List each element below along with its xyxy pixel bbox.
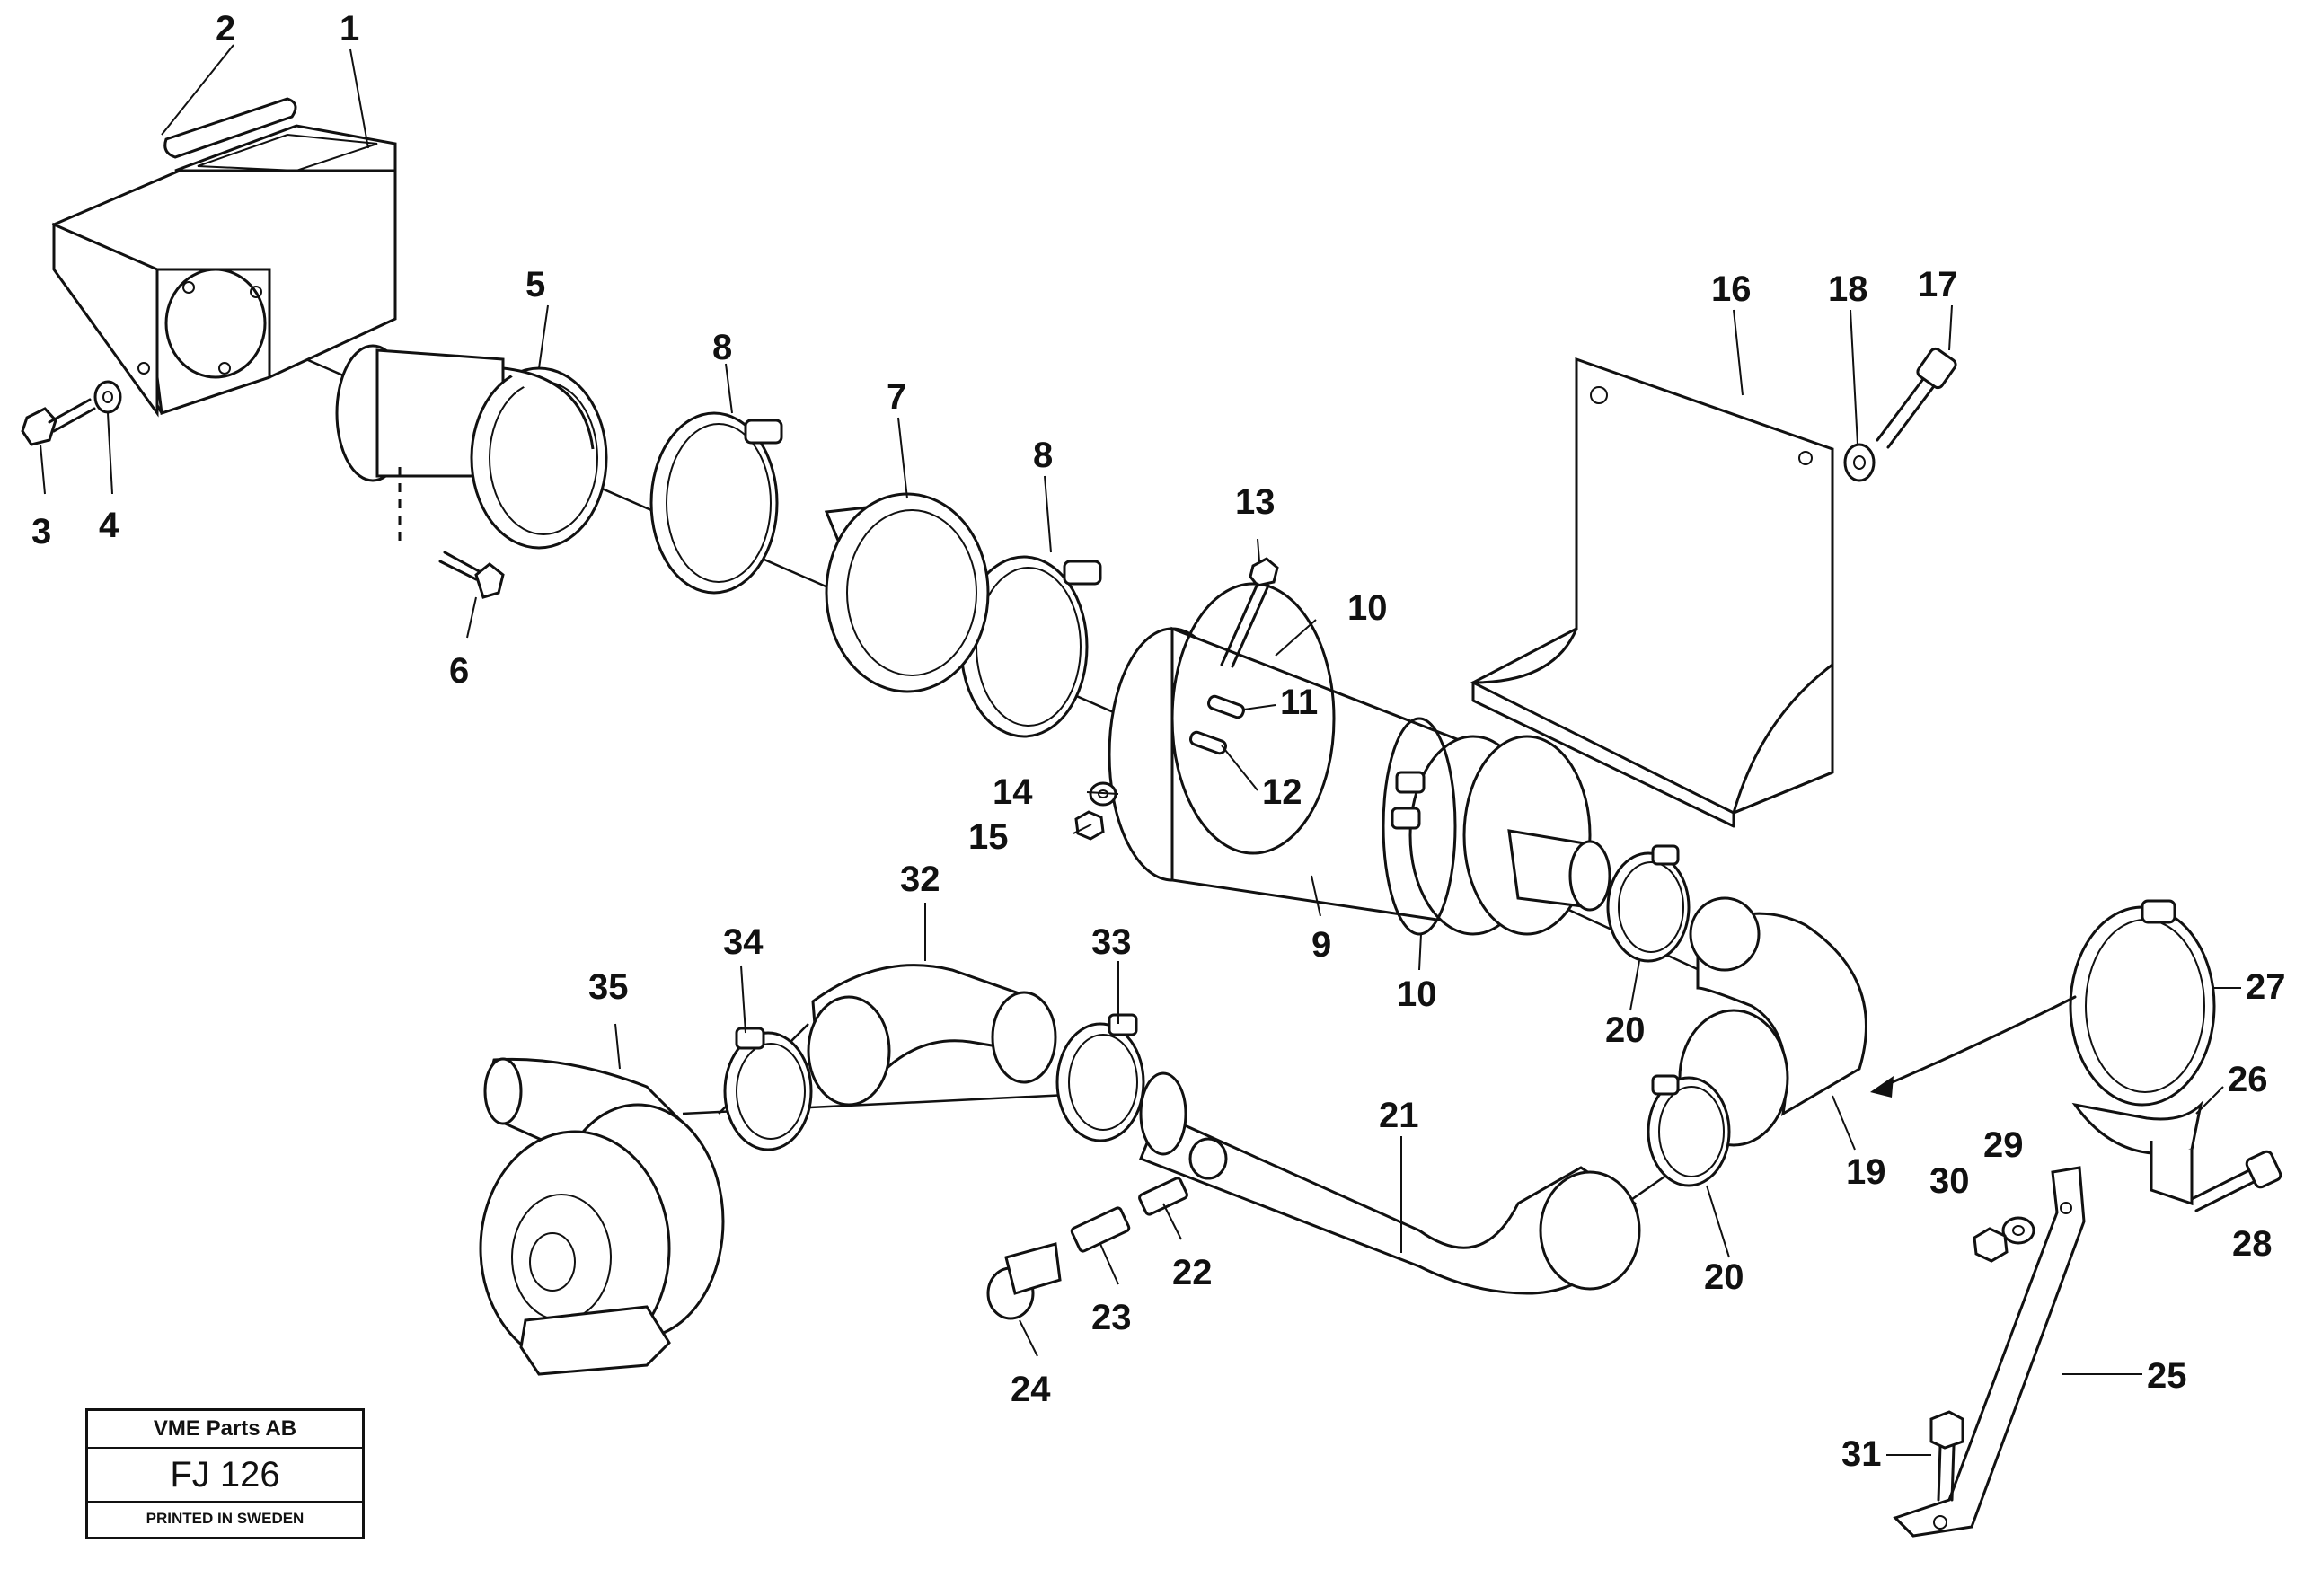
intake-pipe-21 [1139, 1071, 1641, 1295]
support-bracket-25 [1893, 1166, 2086, 1538]
elbow-hose-19 [1678, 896, 1867, 1147]
callout-23: 23 [1091, 1298, 1132, 1337]
assembly-arrow [1870, 995, 2077, 1098]
washer-29 [2001, 1216, 2035, 1245]
callout-19: 19 [1846, 1152, 1886, 1192]
title-block-printed: PRINTED IN SWEDEN [146, 1510, 305, 1527]
rubber-strip [163, 97, 297, 159]
callout-8b: 8 [1033, 436, 1053, 475]
callout-5: 5 [525, 265, 545, 304]
filter-bracket-16 [1470, 357, 1834, 828]
callout-10b: 10 [1397, 974, 1437, 1014]
bolt-28 [2190, 1150, 2282, 1212]
adapter-sleeve-5 [335, 344, 608, 550]
callout-32: 32 [900, 860, 940, 899]
bolt-3 [21, 398, 96, 446]
turbocharger-35 [479, 1057, 725, 1376]
callout-35: 35 [588, 967, 629, 1007]
callout-34: 34 [723, 922, 764, 962]
callout-29: 29 [1983, 1125, 2024, 1165]
callout-14: 14 [993, 772, 1033, 812]
hose-clamp-27 [2069, 899, 2216, 1107]
hose-clamp-20b [1647, 1074, 1731, 1187]
bolt-6 [398, 467, 505, 599]
callout-17: 17 [1918, 265, 1958, 304]
callout-27: 27 [2246, 967, 2286, 1007]
callout-18: 18 [1828, 269, 1868, 309]
callout-9: 9 [1311, 925, 1331, 965]
callout-21: 21 [1379, 1096, 1419, 1135]
hose-sleeve-7 [824, 492, 990, 693]
bolt-17 [1876, 347, 1957, 449]
callout-7: 7 [887, 377, 906, 417]
fitting-23 [1070, 1206, 1131, 1253]
callout-10a: 10 [1347, 588, 1388, 628]
elbow-32 [807, 964, 1057, 1107]
nut-30 [1973, 1227, 2009, 1263]
callout-3: 3 [31, 512, 51, 551]
callout-6: 6 [449, 651, 469, 691]
callout-20b: 20 [1704, 1257, 1744, 1297]
callout-26: 26 [2228, 1060, 2268, 1099]
washer-4 [93, 380, 122, 414]
callout-15: 15 [968, 817, 1009, 857]
callout-2: 2 [216, 9, 235, 48]
callout-25: 25 [2147, 1356, 2187, 1396]
filter-clamp-band-10a [1170, 582, 1336, 855]
clamp-strap-26 [2071, 1100, 2203, 1206]
callout-12: 12 [1262, 772, 1302, 812]
bolt-13 [1220, 557, 1279, 668]
hose-clamp-8b [959, 555, 1102, 738]
callout-33: 33 [1091, 922, 1132, 962]
hose-clamp-8a [649, 411, 783, 595]
leader-lines [40, 44, 2241, 1456]
title-block-company: VME Parts AB [88, 1411, 362, 1449]
callout-31: 31 [1841, 1434, 1882, 1474]
callout-8a: 8 [712, 328, 732, 367]
washer-18 [1843, 443, 1876, 482]
callout-16: 16 [1711, 269, 1752, 309]
hose-clamp-34 [723, 1027, 813, 1151]
callout-1: 1 [340, 9, 359, 48]
nipple-22 [1138, 1177, 1188, 1216]
callout-11: 11 [1280, 683, 1318, 722]
intake-housing [51, 124, 397, 418]
title-block: VME Parts AB FJ 126 PRINTED IN SWEDEN [85, 1408, 365, 1539]
hose-clamp-20a [1606, 844, 1691, 963]
callout-30: 30 [1929, 1161, 1970, 1201]
callout-20a: 20 [1605, 1010, 1646, 1050]
filter-clamp-band-10b [1382, 717, 1457, 936]
callout-labels: 1 2 3 4 5 6 7 8 8 9 10 10 11 12 13 14 15… [31, 9, 2286, 1474]
cap-24 [986, 1242, 1062, 1320]
title-block-code: FJ 126 [88, 1449, 362, 1503]
hose-clamp-33 [1055, 1013, 1145, 1142]
callout-24: 24 [1011, 1370, 1051, 1409]
callout-22: 22 [1172, 1253, 1213, 1292]
callout-13: 13 [1235, 482, 1276, 522]
callout-4: 4 [99, 506, 119, 545]
bolt-31 [1929, 1410, 1964, 1502]
callout-28: 28 [2232, 1224, 2273, 1264]
pin-11 [1207, 694, 1245, 719]
air-filter-body-9 [1108, 626, 1611, 936]
